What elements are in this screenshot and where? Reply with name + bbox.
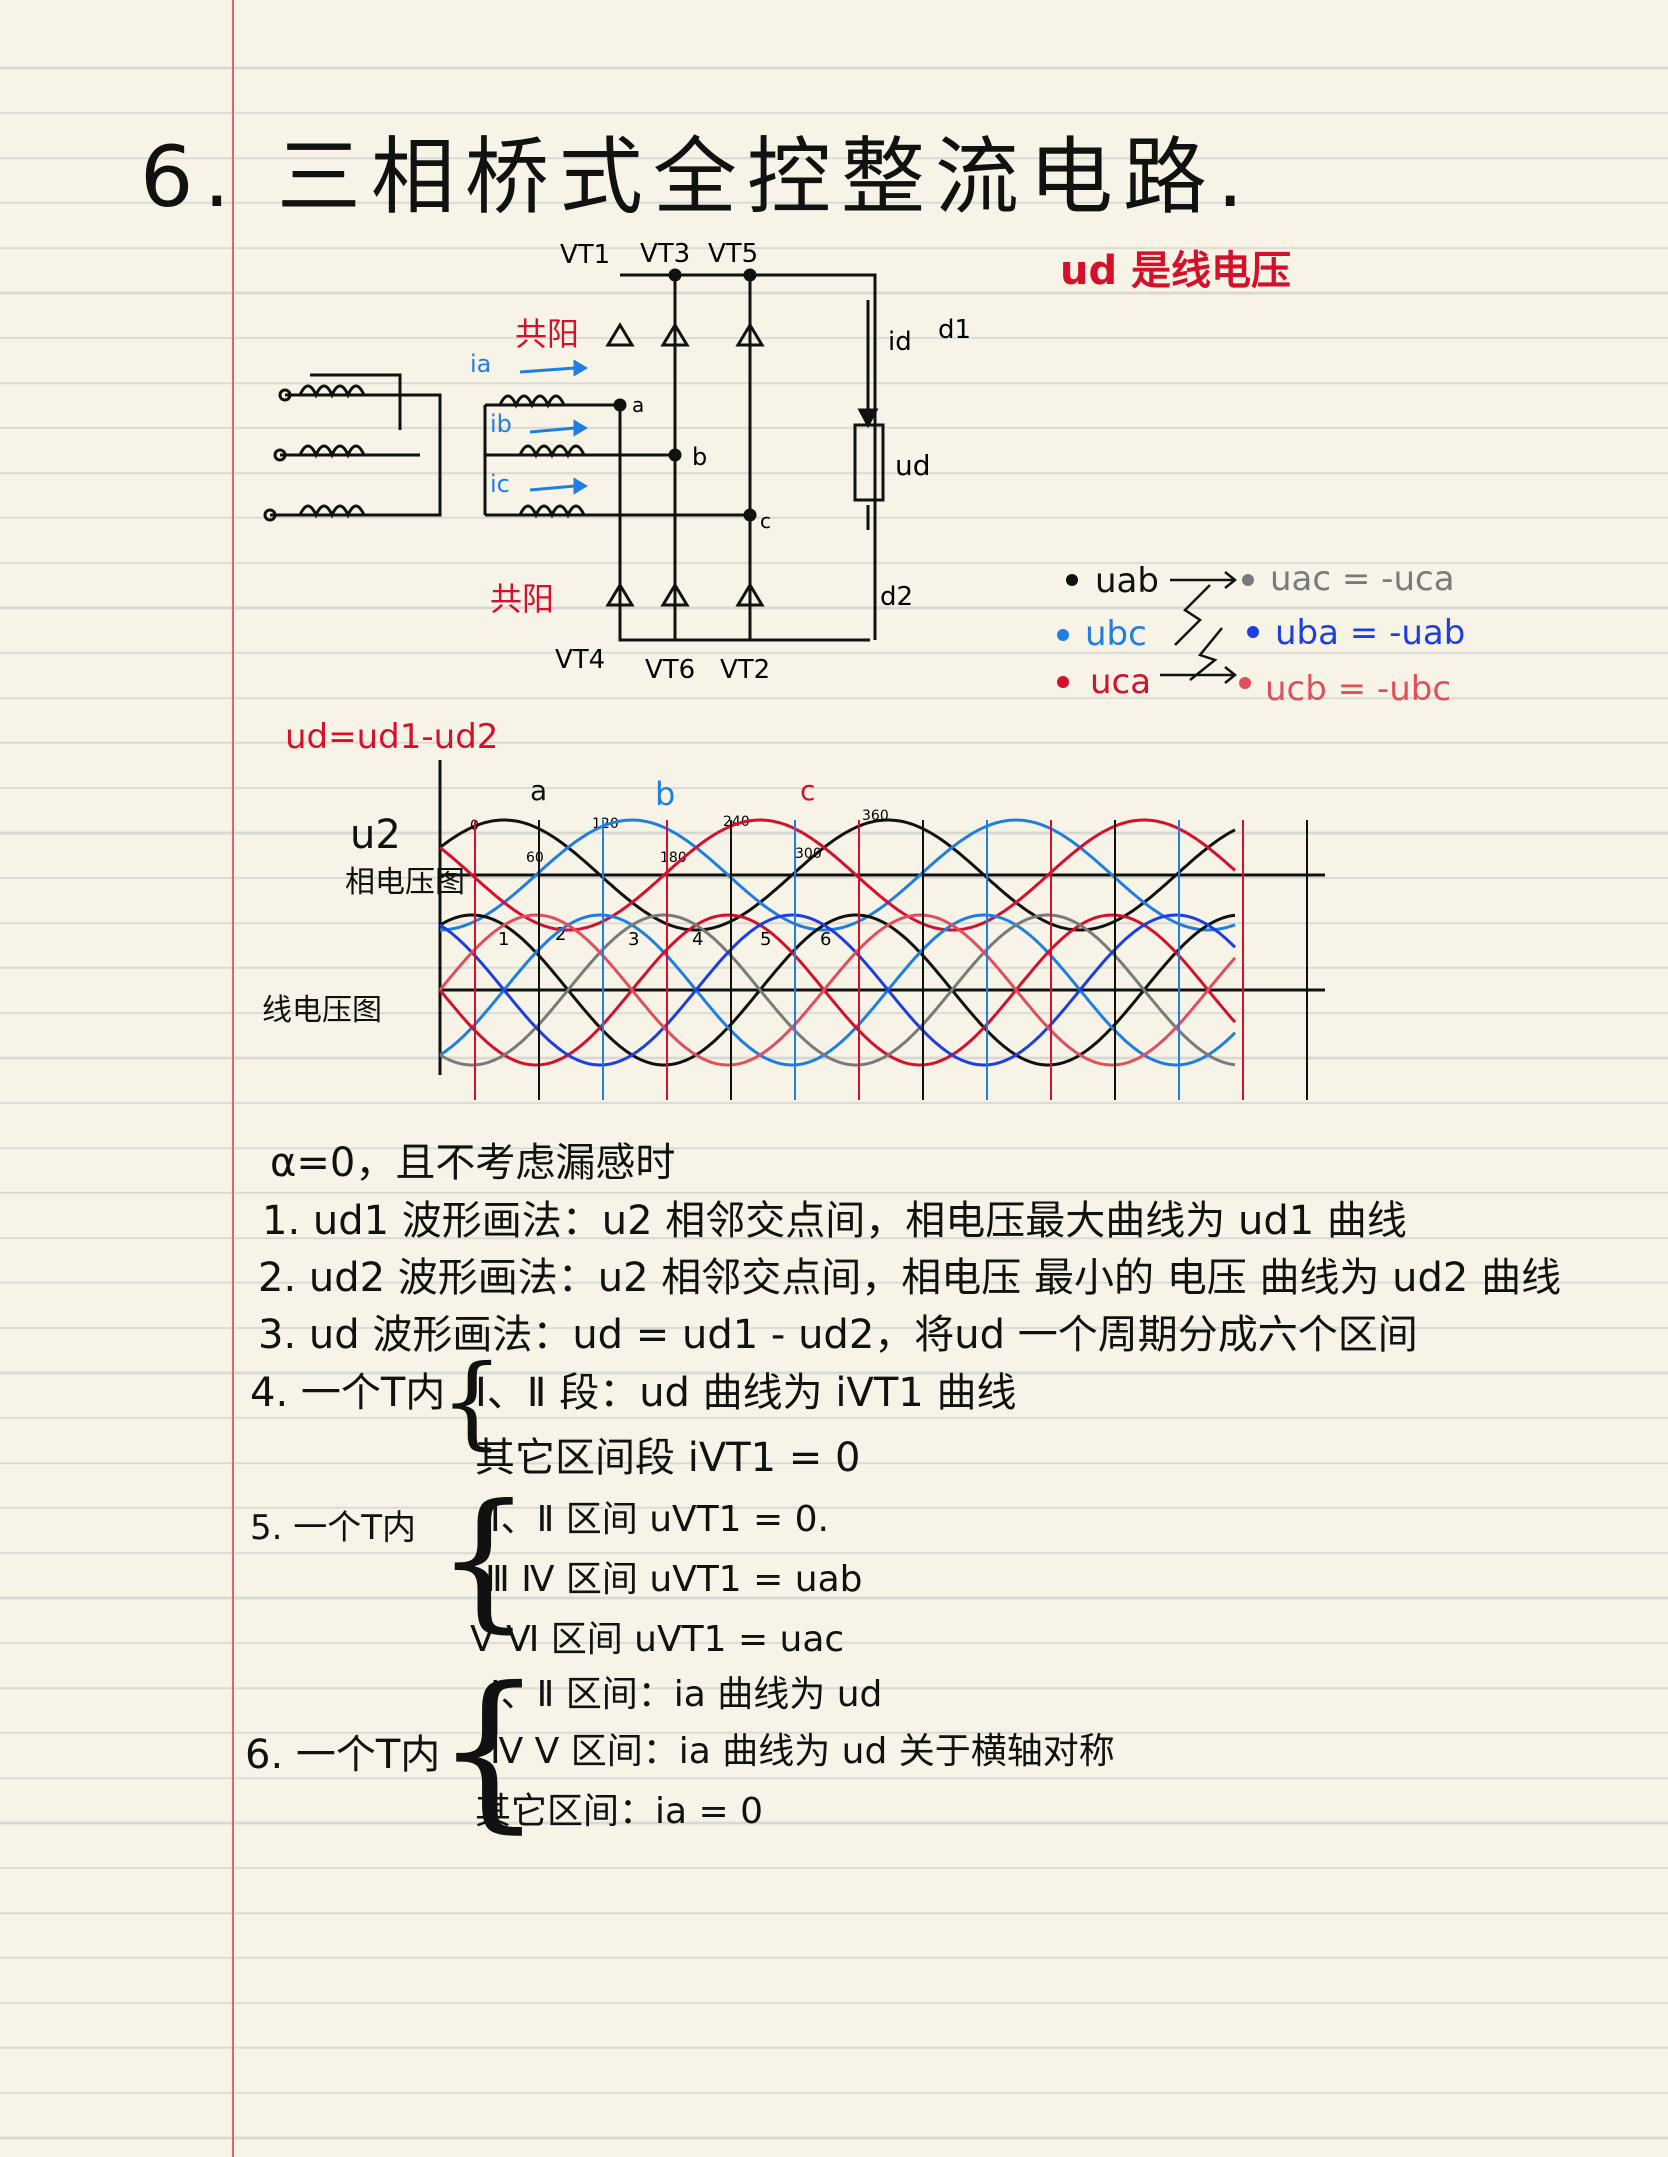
phase-b-label: b [655, 775, 675, 813]
node-c-label: c [760, 509, 771, 533]
phase-c-wave [439, 818, 1237, 932]
ucb-wave [438, 913, 1237, 1067]
phase-c-label: c [800, 774, 815, 807]
uca-wave [438, 913, 1237, 1067]
bottom-group-label: 共阳 [490, 580, 554, 618]
ud-formula: ud=ud1-ud2 [285, 717, 498, 757]
vt5-label: VT5 [708, 239, 758, 269]
legend-uab: uab [1095, 561, 1159, 601]
condition-line: α=0，且不考虑漏感时 [270, 1140, 676, 1186]
uab-wave [439, 913, 1236, 1067]
note-5-c: Ⅴ Ⅵ 区间 uVT1 = uac [470, 1619, 845, 1660]
seg-1: 1 [498, 929, 509, 950]
vt1-label: VT1 [560, 240, 610, 270]
note-3: 3. ud 波形画法：ud = ud1 - ud2，将ud 一个周期分成六个区间 [258, 1312, 1418, 1358]
d1-label: d1 [938, 315, 971, 345]
vt6-label: VT6 [645, 655, 695, 685]
node-b-label: b [692, 443, 707, 471]
note-6-b: Ⅳ Ⅴ 区间：ia 曲线为 ud 关于横轴对称 [490, 1731, 1115, 1772]
u2-label: u2 [350, 812, 401, 858]
ia-label: ia [470, 350, 491, 378]
legend-uba: uba = -uab [1275, 613, 1465, 653]
brace-5: { [436, 1473, 532, 1647]
uba-wave [439, 913, 1237, 1067]
ud-load-label: ud [895, 449, 931, 482]
note-4-head: 4. 一个T内 [250, 1370, 446, 1416]
legend-uac: uac = -uca [1270, 559, 1455, 599]
seg-5: 5 [760, 929, 771, 950]
ib-label: ib [490, 410, 512, 438]
margin-line [232, 0, 234, 2157]
note-5-head: 5. 一个T内 [250, 1508, 417, 1548]
note-4-b: 其它区间段 iVT1 = 0 [475, 1435, 861, 1481]
seg-3: 3 [628, 929, 639, 950]
note-5-a: Ⅰ、Ⅱ 区间 uVT1 = 0. [490, 1499, 829, 1540]
ic-label: ic [490, 470, 510, 498]
page-title: 6. 三相桥式全控整流电路. [140, 128, 1254, 226]
phase-a-label: a [530, 774, 547, 807]
uac-wave [439, 913, 1236, 1067]
note-5-b: Ⅲ Ⅳ 区间 uVT1 = uab [485, 1559, 863, 1600]
tick-300: 300 [795, 846, 822, 862]
phase-voltage-label: 相电压图 [345, 865, 465, 900]
line-voltage-label: 线电压图 [262, 993, 382, 1028]
legend-ubc: ubc [1085, 614, 1147, 654]
brace-6: { [435, 1651, 544, 1849]
seg-4: 4 [692, 929, 703, 950]
brace-4: { [440, 1343, 504, 1460]
ud-line-voltage-note: ud 是线电压 [1060, 248, 1292, 294]
top-group-label: 共阳 [515, 315, 579, 353]
phase-a-wave [439, 818, 1236, 932]
d2-label: d2 [880, 582, 913, 612]
legend-uca: uca [1090, 662, 1151, 702]
seg-6: 6 [820, 929, 831, 950]
note-2: 2. ud2 波形画法：u2 相邻交点间，相电压 最小的 电压 曲线为 ud2 … [258, 1255, 1562, 1301]
wave-group [438, 760, 1325, 1100]
note-1: 1. ud1 波形画法：u2 相邻交点间，相电压最大曲线为 ud1 曲线 [262, 1198, 1407, 1244]
id-label: id [888, 327, 912, 357]
legend-ucb: ucb = -ubc [1265, 669, 1451, 709]
node-a-label: a [632, 393, 644, 417]
vt4-label: VT4 [555, 645, 605, 675]
vt2-label: VT2 [720, 655, 770, 685]
vt3-label: VT3 [640, 239, 690, 269]
note-6-a: Ⅰ、Ⅱ 区间：ia 曲线为 ud [490, 1674, 883, 1715]
note-4-a: Ⅰ、Ⅱ 段：ud 曲线为 iVT1 曲线 [475, 1370, 1017, 1416]
tick-60: 60 [526, 850, 544, 866]
ubc-wave [439, 913, 1237, 1067]
note-6-c: 其它区间：ia = 0 [475, 1791, 764, 1832]
seg-2: 2 [555, 924, 566, 945]
note-6-head: 6. 一个T内 [245, 1732, 441, 1778]
phase-b-wave [439, 818, 1236, 932]
